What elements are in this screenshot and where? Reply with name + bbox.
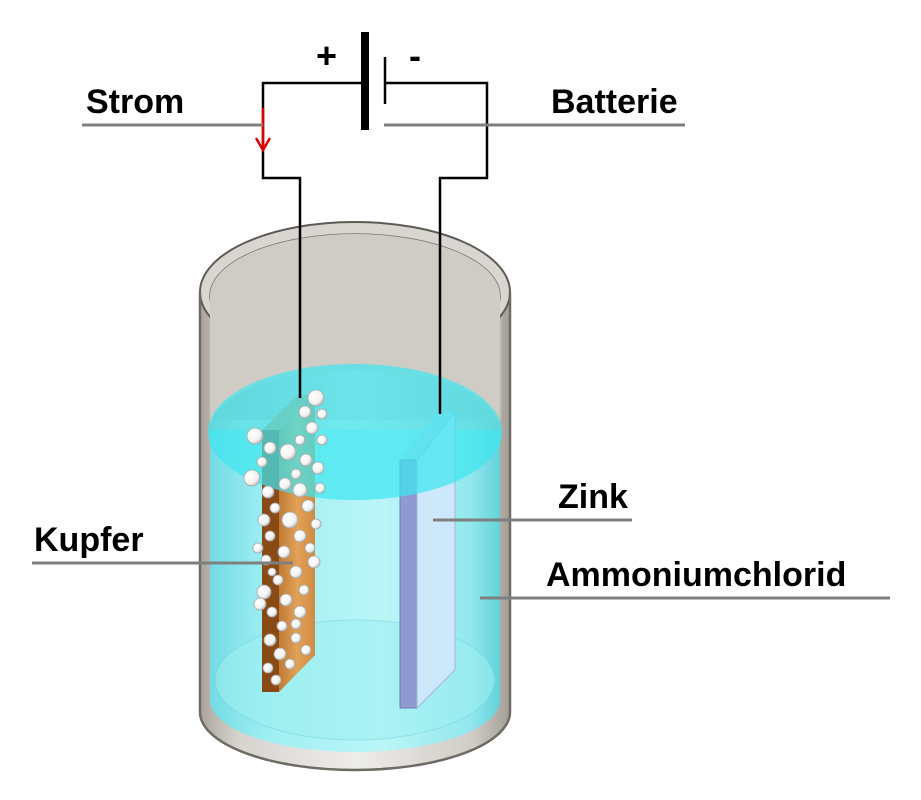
electrolyte-surface — [208, 364, 502, 500]
gas-bubble — [292, 482, 308, 498]
gas-bubble — [276, 620, 288, 632]
gas-bubble — [263, 441, 277, 455]
gas-bubble — [289, 565, 303, 579]
gas-bubble — [253, 597, 267, 611]
gas-bubble — [264, 530, 276, 542]
gas-bubble — [256, 584, 272, 600]
gas-bubble — [281, 511, 299, 529]
gas-bubble — [273, 647, 287, 661]
current-arrow — [254, 108, 272, 153]
gas-bubble — [277, 545, 291, 559]
gas-bubble — [270, 674, 282, 686]
label-kupfer: Kupfer — [34, 521, 144, 559]
gas-bubble — [293, 605, 307, 619]
hydrogen-bubbles — [243, 389, 328, 686]
gas-bubble — [316, 434, 328, 446]
gas-bubble — [300, 644, 312, 656]
label-batterie: Batterie — [551, 83, 678, 121]
gas-bubble — [311, 461, 325, 475]
gas-bubble — [279, 443, 297, 461]
label-strom: Strom — [86, 83, 184, 121]
gas-bubble — [267, 567, 277, 577]
gas-bubble — [307, 389, 325, 407]
gas-bubble — [284, 658, 296, 670]
gas-bubble — [301, 499, 315, 513]
gas-bubble — [290, 468, 302, 480]
beaker-front-edge — [198, 711, 512, 772]
gas-bubble — [256, 456, 268, 468]
gas-bubble — [304, 542, 316, 554]
gas-bubble — [252, 542, 264, 554]
gas-bubble — [305, 421, 319, 435]
label-ammoniumchlorid: Ammoniumchlorid — [546, 556, 846, 594]
gas-bubble — [278, 477, 292, 491]
leader-lines — [32, 123, 890, 600]
wire-copper — [261, 81, 362, 398]
gas-bubble — [290, 618, 302, 630]
gas-bubble — [316, 408, 328, 420]
gas-bubble — [261, 485, 275, 499]
zinc-front-face — [399, 459, 418, 709]
gas-bubble — [310, 518, 322, 530]
gas-bubble — [269, 502, 281, 514]
gas-bubble — [307, 555, 321, 569]
gas-bubble — [246, 427, 264, 445]
gas-bubble — [293, 529, 307, 543]
battery-plus-sign: + — [316, 35, 337, 76]
gas-bubble — [266, 606, 278, 618]
battery-minus-sign: - — [409, 35, 421, 76]
gas-bubble — [279, 593, 293, 607]
gas-bubble — [263, 633, 277, 647]
gas-bubble — [299, 453, 313, 467]
battery-symbol: + - — [316, 32, 421, 130]
gas-bubble — [290, 632, 302, 644]
gas-bubble — [314, 482, 326, 494]
wire-zinc — [386, 81, 489, 414]
gas-bubble — [257, 513, 271, 527]
gas-bubble — [272, 574, 284, 586]
circuit-wires — [261, 81, 489, 414]
gas-bubble — [262, 662, 274, 674]
gas-bubble — [298, 584, 310, 596]
label-zink: Zink — [558, 478, 628, 516]
gas-bubble — [243, 469, 261, 487]
gas-bubble — [294, 434, 306, 446]
beaker-inner-back — [210, 234, 500, 430]
gas-bubble — [298, 405, 312, 419]
